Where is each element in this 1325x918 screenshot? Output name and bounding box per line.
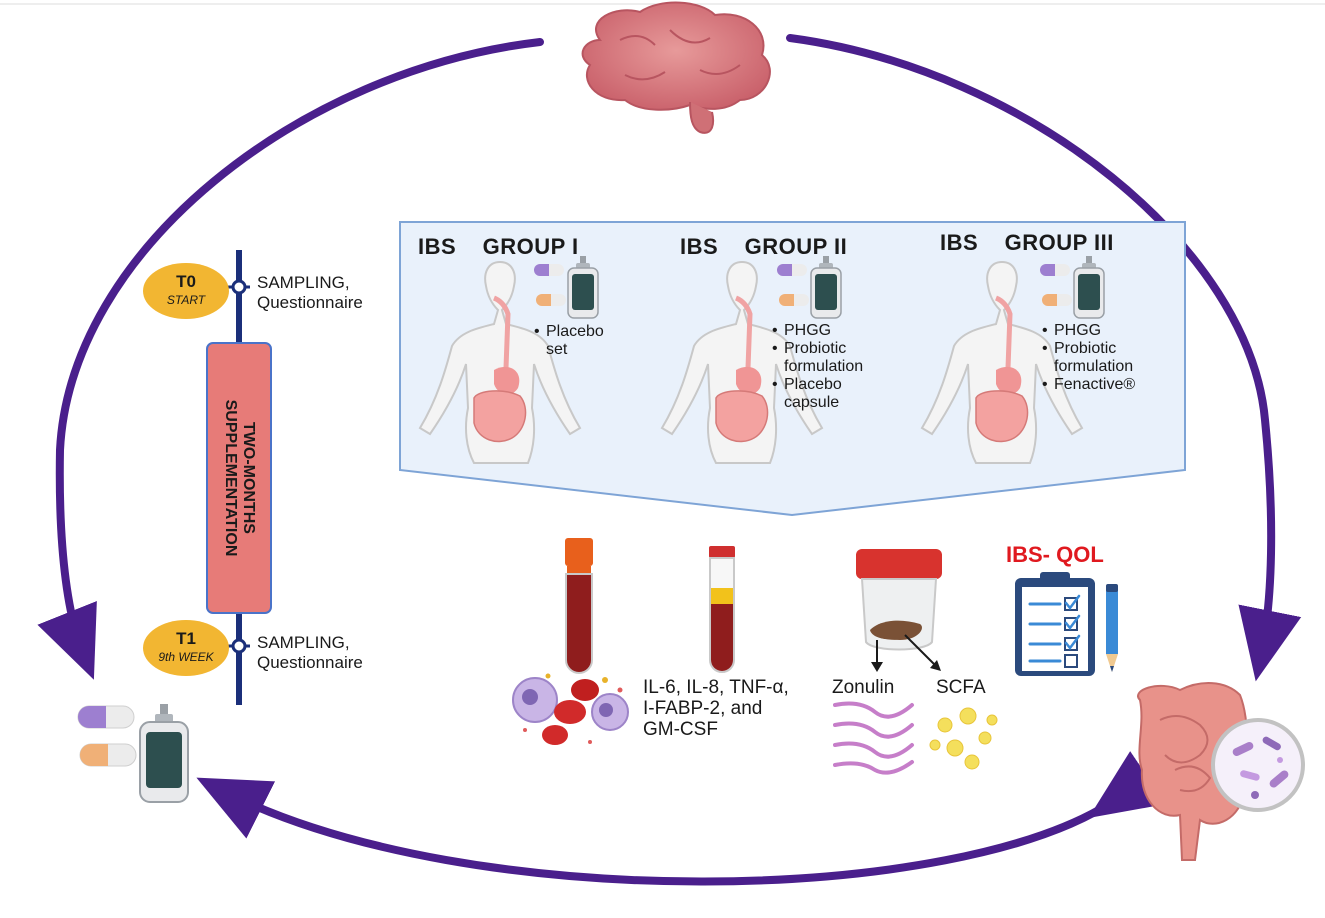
blood-tube-icon: [709, 546, 735, 673]
blood-cells-icon: [512, 673, 629, 745]
group-1-item-line2: set: [546, 341, 568, 358]
group-3-item: Fenactive®: [1042, 376, 1135, 394]
t0-action-line1: SAMPLING,: [257, 273, 350, 292]
timeline-node-t0: [231, 279, 247, 295]
timeline-node-t1: [231, 638, 247, 654]
timepoint-t1-sublabel: 9th WEEK: [158, 650, 214, 664]
zonulin-label: Zonulin: [832, 677, 895, 698]
group-3-prefix: IBS: [940, 230, 979, 255]
cycle-arrows: [37, 34, 1302, 886]
blood-tube-icon: [565, 538, 593, 674]
group-1-item-line1: Placebo: [546, 323, 604, 340]
group-2-item-2a: Probiotic: [784, 340, 847, 357]
supplementation-label-box: TWO-MONTHS SUPPLEMENTATION: [207, 343, 271, 613]
group-2-title: IBS GROUP II: [680, 234, 847, 260]
timepoint-t0-label: T0: [176, 272, 196, 291]
group-2-item: PHGG: [772, 322, 863, 340]
group-2-item-3b: capsule: [784, 394, 840, 411]
arrow-brain-to-supplement: [37, 38, 544, 680]
group-1-prefix: IBS: [418, 234, 457, 259]
supplementation-label: TWO-MONTHS SUPPLEMENTATION: [221, 400, 257, 557]
human-body-icon: [418, 260, 1084, 464]
checklist-icon: [1015, 572, 1095, 676]
timepoint-t1-badge: T1 9th WEEK: [143, 620, 229, 676]
blood-markers-line2: I-FABP-2, and: [643, 698, 763, 719]
group-2-item-2b: formulation: [784, 358, 864, 375]
timepoint-t1-label: T1: [176, 629, 196, 648]
t1-action-line2: Questionnaire: [257, 653, 363, 672]
t1-action-line1: SAMPLING,: [257, 633, 350, 652]
group-3-title: IBS GROUP III: [940, 230, 1114, 256]
group-supplement-icons: [534, 256, 1105, 319]
group-3-item-1: PHGG: [1054, 322, 1102, 339]
stool-container-icon: [856, 549, 942, 672]
group-2-item-3a: Placebo: [784, 376, 842, 393]
t0-action-text: SAMPLING, Questionnaire: [257, 273, 363, 313]
scfa-label: SCFA: [936, 677, 986, 698]
group-1-name: GROUP I: [482, 234, 579, 259]
group-3-item-2a: Probiotic: [1054, 340, 1117, 357]
brain-icon: [581, 1, 771, 134]
arrow-brain-to-gut: [786, 34, 1302, 682]
tight-junction-icon: [833, 701, 914, 775]
group-2-prefix: IBS: [680, 234, 719, 259]
blood-markers-line1: IL-6, IL-8, TNF-α,: [643, 677, 789, 698]
blood-markers-line3: GM-CSF: [643, 719, 718, 740]
supplementation-line2: SUPPLEMENTATION: [222, 399, 239, 557]
pen-icon: [1106, 584, 1118, 672]
capsule-icon: [77, 705, 137, 767]
group-3-item-2b: formulation: [1054, 358, 1134, 375]
t0-action-line2: Questionnaire: [257, 293, 363, 312]
group-2-item-1: PHGG: [784, 322, 832, 339]
timepoint-t0-badge: T0 START: [143, 263, 229, 319]
microbe-icon: [1211, 718, 1305, 812]
t1-action-text: SAMPLING, Questionnaire: [257, 633, 363, 673]
group-2-name: GROUP II: [744, 234, 848, 259]
supplement-bottle-icon: [139, 704, 189, 803]
blood-markers-label: IL-6, IL-8, TNF-α, I-FABP-2, and GM-CSF: [643, 677, 789, 740]
scfa-droplets-icon: [929, 707, 998, 770]
supplementation-bar: [206, 342, 272, 614]
group-3-item-3: Fenactive®: [1054, 376, 1136, 393]
group-1-title: IBS GROUP I: [418, 234, 579, 260]
group-3-item: PHGG: [1042, 322, 1135, 340]
group-3-name: GROUP III: [1004, 230, 1114, 255]
timepoint-t0-sublabel: START: [166, 293, 206, 307]
arrow-gut-to-supplement: [196, 751, 1167, 886]
ibs-qol-title: IBS- QOL: [1006, 542, 1104, 567]
supplementation-line1: TWO-MONTHS: [240, 422, 257, 534]
